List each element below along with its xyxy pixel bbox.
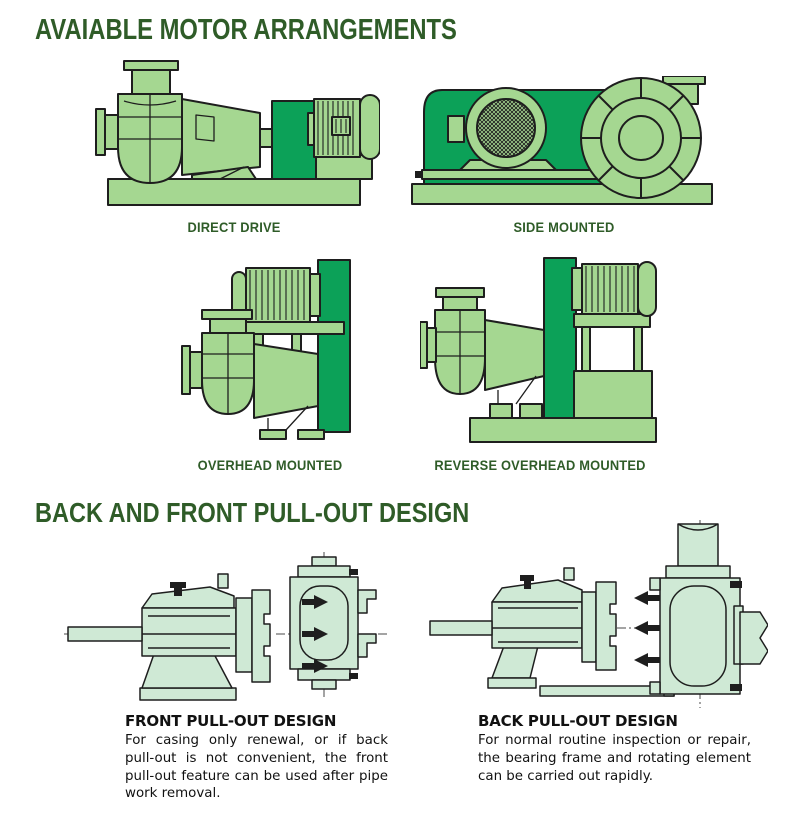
side-mounted-illustration: [408, 76, 720, 208]
caption-direct-drive: DIRECT DRIVE: [187, 219, 281, 235]
side-mounted-pump-drawing: [411, 76, 713, 205]
arrow-right-icon: [302, 595, 328, 609]
front-pull-out-section-drawing: [64, 552, 388, 701]
arrow-left-icon: [634, 653, 660, 667]
front-pull-out-description: For casing only renewal, or if back pull…: [125, 733, 388, 802]
back-pull-out-section-drawing: [429, 520, 768, 708]
back-pull-out-illustration: [428, 518, 768, 710]
back-pull-out-description: For normal routine inspection or repair,…: [478, 733, 751, 784]
front-pull-out-illustration: [62, 542, 390, 706]
caption-side-mounted: SIDE MOUNTED: [513, 219, 615, 235]
back-pull-out-text-block: BACK PULL-OUT DESIGN For normal routine …: [478, 712, 751, 785]
reverse-overhead-pump-drawing: [420, 257, 657, 443]
reverse-overhead-mounted-illustration: [420, 254, 660, 450]
arrow-right-icon: [302, 659, 328, 673]
front-pull-out-heading: FRONT PULL-OUT DESIGN: [125, 712, 337, 730]
arrow-right-icon: [302, 627, 328, 641]
direct-drive-pump-drawing: [95, 60, 380, 206]
direct-drive-illustration: [88, 57, 380, 209]
back-pull-out-heading: BACK PULL-OUT DESIGN: [478, 712, 678, 730]
section-title-motor-arrangements: AVAIABLE MOTOR ARRANGEMENTS: [35, 14, 457, 46]
caption-reverse-overhead-mounted: REVERSE OVERHEAD MOUNTED: [434, 457, 646, 473]
overhead-mounted-pump-drawing: [181, 259, 351, 440]
section-title-pull-out: BACK AND FRONT PULL-OUT DESIGN: [35, 497, 470, 528]
caption-overhead-mounted: OVERHEAD MOUNTED: [197, 457, 343, 473]
arrow-left-icon: [634, 591, 660, 605]
front-pull-out-text-block: FRONT PULL-OUT DESIGN For casing only re…: [125, 712, 388, 803]
overhead-mounted-illustration: [180, 254, 398, 450]
arrow-left-icon: [634, 621, 660, 635]
